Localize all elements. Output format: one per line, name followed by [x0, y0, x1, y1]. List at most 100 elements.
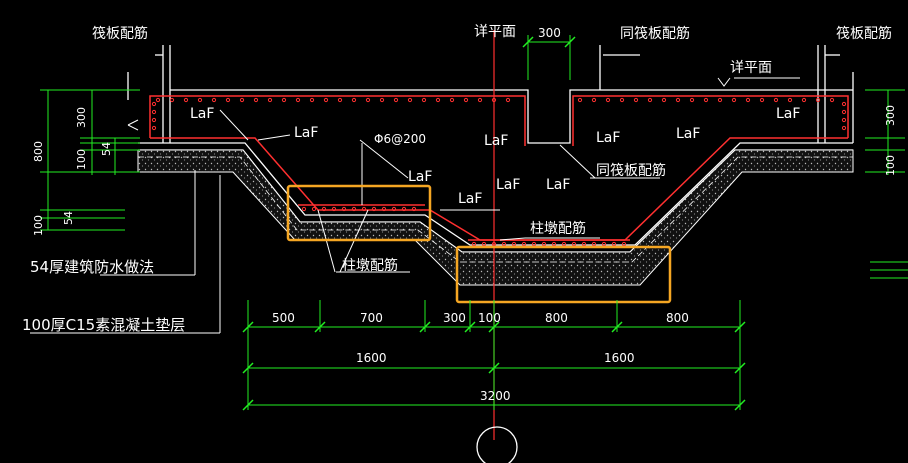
- rebar-dot: [421, 97, 427, 103]
- highlight-box-lower-pier: [455, 245, 672, 304]
- highlight-boxes: [286, 184, 672, 304]
- rebar-dot: [463, 97, 469, 103]
- laf-label: LaF: [484, 133, 508, 149]
- laf-label: LaF: [676, 126, 700, 142]
- rebar-dot: [689, 97, 695, 103]
- rebar-dot: [295, 97, 301, 103]
- rebar-dot: [501, 241, 507, 247]
- dim-left-54b: 54: [62, 211, 75, 225]
- rebar-dot: [591, 241, 597, 247]
- raft-rebar-right-label: 筏板配筋: [836, 25, 892, 42]
- rebar-dot: [521, 241, 527, 247]
- dim-right-100: 100: [884, 155, 897, 176]
- laf-label: LaF: [458, 191, 482, 207]
- dim-left-100b: 100: [32, 215, 45, 236]
- rebar-dot: [311, 206, 317, 212]
- rebar-dot: [351, 97, 357, 103]
- rebar-dot: [371, 206, 377, 212]
- raft-rebar-left-label: 筏板配筋: [92, 25, 148, 42]
- rebar-dot: [471, 241, 477, 247]
- cushion-label: 100厚C15素混凝土垫层: [22, 316, 185, 334]
- laf-label: LaF: [408, 169, 432, 185]
- dim-row1-value: 300: [443, 311, 466, 325]
- rebar-dot: [815, 97, 821, 103]
- rebar-dot: [331, 206, 337, 212]
- laf-label: LaF: [190, 106, 214, 122]
- dim-row1-value: 500: [272, 311, 295, 325]
- rebar-dot: [841, 117, 847, 123]
- same-raft-rebar-top-label: 同筏板配筋: [620, 25, 690, 42]
- rebar-bottom: [150, 137, 848, 241]
- rebar-dot: [301, 206, 307, 212]
- rebar-dot: [281, 97, 287, 103]
- laf-label: LaF: [776, 106, 800, 122]
- waterproof-label: 54厚建筑防水做法: [30, 258, 154, 276]
- text-labels: 筏板配筋 筏板配筋 详平面 同筏板配筋 详平面 同筏板配筋 柱墩配筋 柱墩配筋 …: [22, 24, 897, 403]
- rebar-dot: [225, 97, 231, 103]
- rebar-lines: [149, 30, 849, 440]
- dim-row3-3200: 3200: [480, 389, 511, 403]
- rebar-dot: [151, 125, 157, 131]
- rebar-dot: [411, 206, 417, 212]
- rebar-dot: [531, 241, 537, 247]
- cushion-layers: [137, 149, 854, 286]
- rebar-dot: [361, 206, 367, 212]
- rebar-dot: [183, 97, 189, 103]
- rebar-dot: [151, 101, 157, 107]
- rebar-dot: [477, 97, 483, 103]
- dim-left-300: 300: [75, 107, 88, 128]
- rebar-dot: [611, 241, 617, 247]
- rebar-dot: [365, 97, 371, 103]
- rebar-dot: [505, 97, 511, 103]
- rebar-dot: [601, 241, 607, 247]
- laf-label: LaF: [294, 125, 318, 141]
- rebar-dot: [801, 97, 807, 103]
- rebar-dot: [309, 97, 315, 103]
- rebar-dot: [841, 101, 847, 107]
- laf-label: LaF: [496, 177, 520, 193]
- rebar-dot: [211, 97, 217, 103]
- rebar-dots: [151, 97, 847, 247]
- rebar-dot: [619, 97, 625, 103]
- rebar-dot: [435, 97, 441, 103]
- rebar-dot: [253, 97, 259, 103]
- rebar-dot: [605, 97, 611, 103]
- rebar-dot: [379, 97, 385, 103]
- rebar-dot: [591, 97, 597, 103]
- rebar-dot: [675, 97, 681, 103]
- waterproof-line: [138, 156, 853, 263]
- laf-label: LaF: [596, 130, 620, 146]
- rebar-dot: [267, 97, 273, 103]
- rebar-dot: [197, 97, 203, 103]
- pier-rebar-lower-label: 柱墩配筋: [342, 257, 398, 274]
- rebar-dot: [829, 97, 835, 103]
- rebar-dot: [401, 206, 407, 212]
- rebar-dot: [491, 241, 497, 247]
- rebar-dot: [169, 97, 175, 103]
- rebar-dot: [759, 97, 765, 103]
- rebar-dot: [323, 97, 329, 103]
- rebar-dot: [581, 241, 587, 247]
- leader-lines: [30, 77, 800, 334]
- rebar-dot: [391, 206, 397, 212]
- rebar-dot: [151, 109, 157, 115]
- rebar-dot: [449, 97, 455, 103]
- rebar-top-right: [572, 95, 849, 146]
- dim-row2-1600-left: 1600: [356, 351, 387, 365]
- rebar-dot: [321, 206, 327, 212]
- rebar-dot: [491, 97, 497, 103]
- rebar-dot: [841, 109, 847, 115]
- rebar-dot: [481, 241, 487, 247]
- rebar-dot: [393, 97, 399, 103]
- rebar-dot: [703, 97, 709, 103]
- see-plan-right-label: 详平面: [730, 60, 772, 76]
- rebar-dot: [551, 241, 557, 247]
- rebar-dot: [633, 97, 639, 103]
- rebar-top-left: [149, 95, 526, 146]
- dim-row1-value: 800: [545, 311, 568, 325]
- rebar-dot: [407, 97, 413, 103]
- rebar-dot: [511, 241, 517, 247]
- rebar-dot: [661, 97, 667, 103]
- pier-rebar-upper-label: 柱墩配筋: [530, 220, 586, 237]
- rebar-dot: [717, 97, 723, 103]
